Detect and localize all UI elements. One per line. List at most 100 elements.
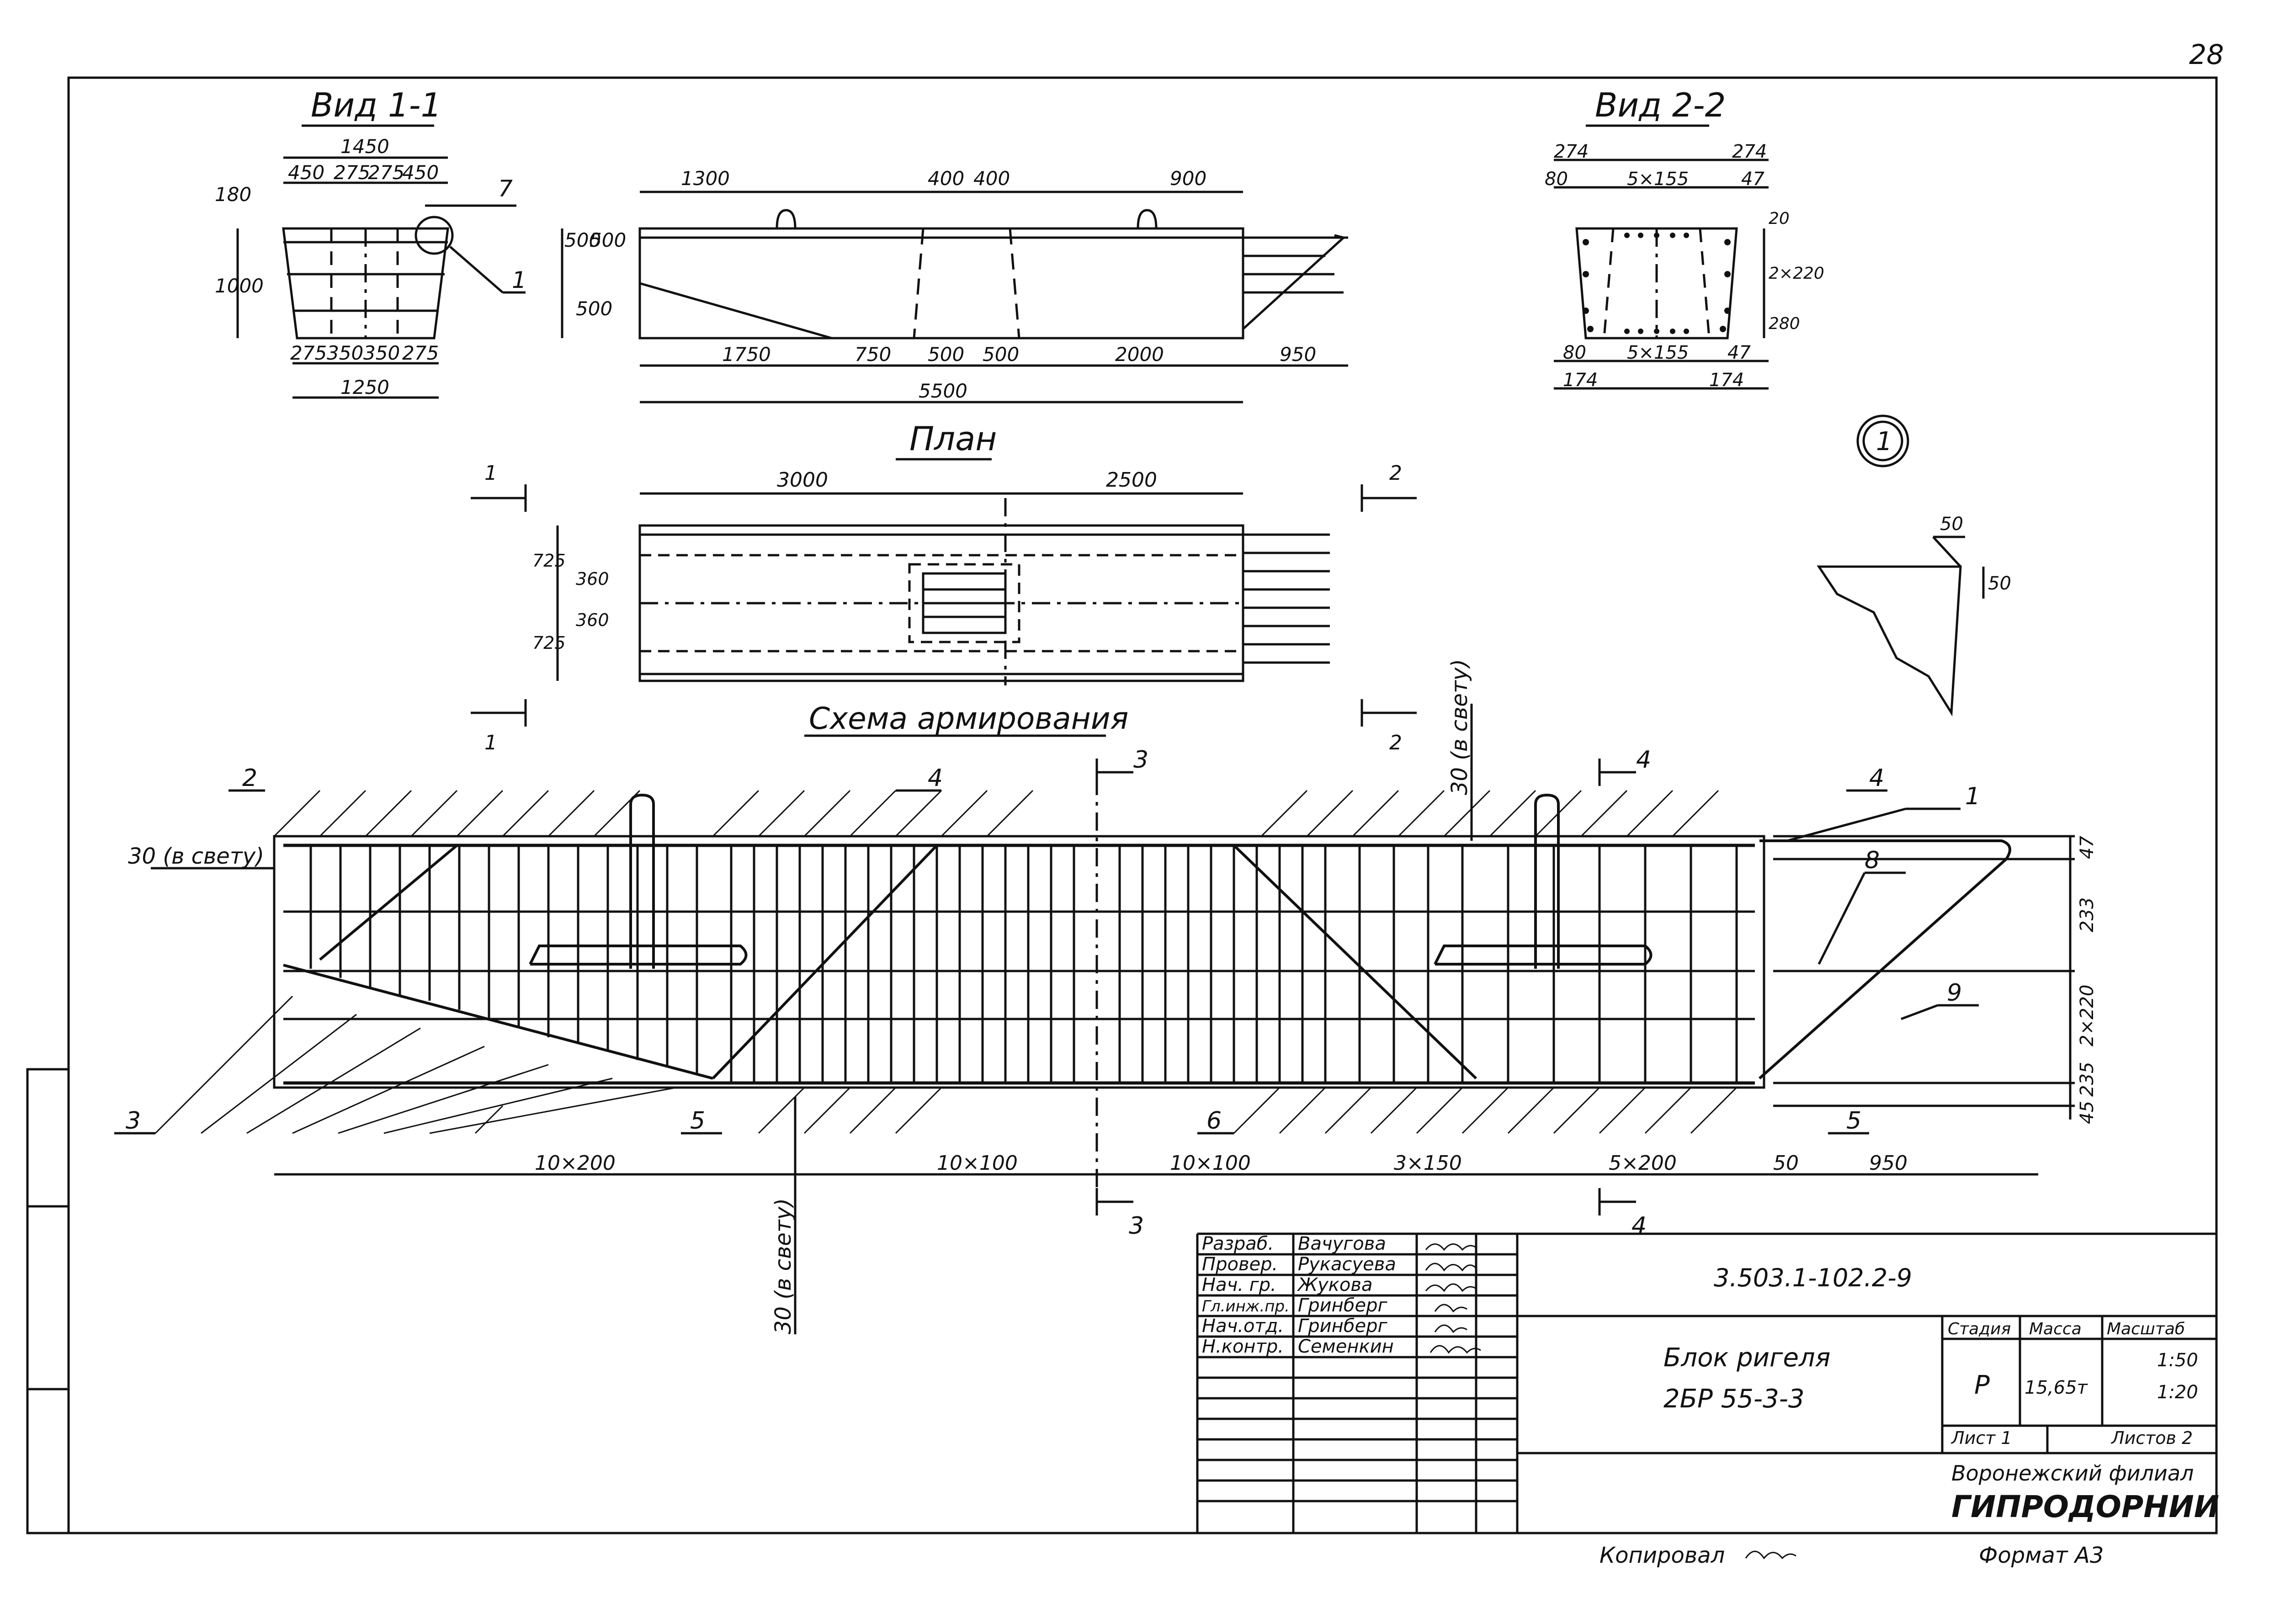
svg-text:Рукасуева: Рукасуева — [1298, 1254, 1396, 1275]
svg-text:80: 80 — [1563, 342, 1586, 363]
svg-text:1300: 1300 — [681, 167, 730, 190]
svg-text:500: 500 — [576, 297, 612, 320]
svg-text:5×200: 5×200 — [1609, 1152, 1677, 1175]
svg-text:950: 950 — [1869, 1152, 1908, 1175]
svg-text:Стадия: Стадия — [1948, 1320, 2011, 1338]
svg-text:180: 180 — [215, 183, 251, 206]
view-2-title: Вид 2-2 — [1595, 86, 1726, 124]
svg-text:174: 174 — [1709, 370, 1744, 391]
rebar-dots — [1583, 233, 1731, 334]
svg-text:Листов 2: Листов 2 — [2110, 1428, 2193, 1448]
svg-text:1: 1 — [484, 731, 497, 754]
svg-text:Жукова: Жукова — [1297, 1274, 1372, 1295]
svg-text:2: 2 — [242, 764, 257, 792]
svg-text:3: 3 — [1133, 746, 1148, 774]
svg-text:2БР 55-3-3: 2БР 55-3-3 — [1663, 1384, 1805, 1414]
page-number: 28 — [2189, 39, 2224, 71]
svg-text:360: 360 — [576, 610, 609, 630]
svg-text:400: 400 — [973, 167, 1010, 190]
detail-1: 1 50 50 — [1817, 414, 2011, 716]
svg-text:450: 450 — [288, 161, 324, 184]
reinforcement-scheme: 2 4 4 1 8 9 3 5 6 5 3 4 3 4 30 (в свету)… — [114, 659, 2098, 1334]
svg-text:Масштаб: Масштаб — [2107, 1320, 2185, 1338]
svg-text:174: 174 — [1563, 370, 1598, 391]
svg-text:1:50: 1:50 — [2157, 1350, 2198, 1371]
svg-text:1: 1 — [1965, 783, 1980, 810]
svg-text:350: 350 — [327, 342, 363, 364]
plan-view: План 3000 2500 725 360 36 — [471, 419, 1417, 754]
left-margin-strip — [26, 1068, 70, 1534]
svg-text:Блок ригеля: Блок ригеля — [1663, 1343, 1830, 1373]
signatures — [1425, 1243, 1481, 1354]
footer: Копировал Формат А3 — [1600, 1543, 2104, 1568]
svg-text:2: 2 — [1389, 462, 1402, 485]
svg-text:Нач.отд.: Нач.отд. — [1202, 1316, 1284, 1337]
scheme-title: Схема армирования — [809, 701, 1128, 736]
svg-text:30 (в свету): 30 (в свету) — [1447, 659, 1472, 795]
svg-text:3: 3 — [1129, 1212, 1144, 1240]
svg-text:235: 235 — [2077, 1062, 2098, 1097]
svg-text:Гринберг: Гринберг — [1298, 1316, 1387, 1337]
svg-text:4: 4 — [928, 764, 943, 792]
svg-text:280: 280 — [1769, 314, 1800, 333]
svg-text:5×155: 5×155 — [1627, 169, 1689, 190]
svg-text:Воронежский филиал: Воронежский филиал — [1951, 1461, 2194, 1486]
view-1-title: Вид 1-1 — [311, 86, 441, 124]
sheet-frame — [67, 76, 2218, 1534]
plan-title: План — [909, 419, 997, 458]
title-block: Разраб. Провер. Нач. гр. Гл.инж.пр. Нач.… — [1196, 1232, 2219, 1533]
svg-text:900: 900 — [1170, 167, 1206, 190]
svg-text:Лист 1: Лист 1 — [1950, 1428, 2012, 1448]
svg-text:Разраб.: Разраб. — [1202, 1233, 1274, 1254]
svg-text:Р: Р — [1974, 1370, 1990, 1400]
svg-text:1250: 1250 — [340, 376, 389, 398]
svg-text:50: 50 — [1988, 573, 2011, 594]
svg-text:950: 950 — [1280, 343, 1316, 366]
svg-text:3.503.1-102.2-9: 3.503.1-102.2-9 — [1714, 1263, 1912, 1292]
svg-text:6: 6 — [1206, 1107, 1222, 1135]
svg-text:725: 725 — [532, 551, 566, 571]
svg-text:9: 9 — [1947, 979, 1962, 1007]
svg-text:15,65т: 15,65т — [2025, 1377, 2088, 1398]
svg-text:4: 4 — [1636, 746, 1651, 774]
svg-text:Копировал: Копировал — [1600, 1543, 1725, 1568]
svg-text:Масса: Масса — [2029, 1320, 2082, 1338]
svg-text:2: 2 — [1389, 731, 1402, 754]
svg-text:30 (в свету): 30 (в свету) — [771, 1198, 796, 1334]
svg-text:Семенкин: Семенкин — [1298, 1336, 1394, 1357]
svg-text:274: 274 — [1732, 141, 1767, 162]
svg-text:1450: 1450 — [340, 135, 389, 158]
view-2-2: Вид 2-2 274 274 80 5×155 47 20 2×220 280… — [1545, 86, 1824, 391]
svg-text:1: 1 — [512, 267, 526, 293]
svg-text:50: 50 — [1940, 514, 1963, 535]
svg-text:500: 500 — [590, 229, 626, 251]
svg-text:50: 50 — [1773, 1152, 1799, 1175]
view-1-1: Вид 1-1 1450 450 275 275 450 180 1000 27… — [215, 86, 526, 399]
svg-text:1: 1 — [484, 462, 497, 485]
svg-text:750: 750 — [855, 343, 891, 366]
svg-text:5: 5 — [690, 1107, 705, 1135]
svg-text:Формат А3: Формат А3 — [1979, 1543, 2104, 1568]
svg-text:5×155: 5×155 — [1627, 342, 1689, 363]
stirrups — [309, 845, 1738, 1083]
svg-text:20: 20 — [1769, 209, 1790, 228]
svg-text:Нач. гр.: Нач. гр. — [1202, 1274, 1276, 1295]
svg-text:47: 47 — [1741, 169, 1764, 190]
svg-text:233: 233 — [2077, 897, 2098, 932]
svg-text:725: 725 — [532, 633, 566, 653]
svg-text:1750: 1750 — [722, 343, 771, 366]
svg-text:350: 350 — [363, 342, 400, 364]
svg-text:275: 275 — [402, 342, 439, 364]
svg-text:500: 500 — [928, 343, 964, 366]
svg-text:4: 4 — [1869, 764, 1884, 792]
title-block-text: Разраб. Провер. Нач. гр. Гл.инж.пр. Нач.… — [1202, 1233, 2219, 1524]
svg-text:450: 450 — [402, 161, 439, 184]
svg-text:Провер.: Провер. — [1202, 1254, 1278, 1275]
svg-text:Гринберг: Гринберг — [1298, 1295, 1387, 1316]
hatching — [154, 790, 1738, 1134]
svg-text:Гл.инж.пр.: Гл.инж.пр. — [1202, 1297, 1290, 1316]
svg-text:3000: 3000 — [777, 468, 828, 492]
svg-text:2500: 2500 — [1106, 468, 1157, 492]
svg-text:8: 8 — [1865, 847, 1880, 874]
